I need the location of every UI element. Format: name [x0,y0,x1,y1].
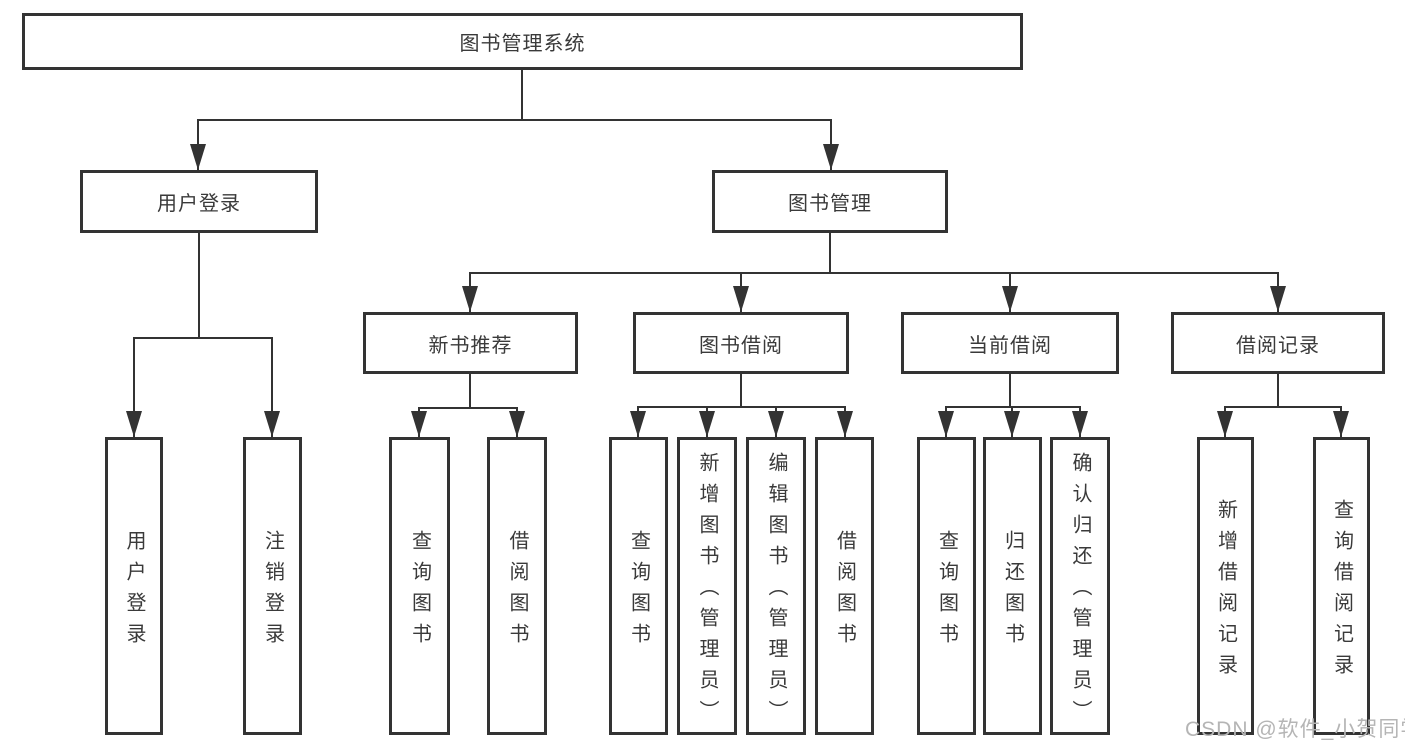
node-current-borrowing: 当前借阅 [901,312,1119,374]
connector-line [1224,406,1342,408]
node-library-system: 图书管理系统 [22,13,1023,70]
connector-line [945,406,1081,408]
node-label: 查询借阅记录 [1330,498,1353,685]
arrowhead-icon [768,411,784,437]
node-query-books: 查询图书 [609,437,668,735]
arrowhead-icon [837,411,853,437]
node-label: 图书管理系统 [459,33,586,55]
arrowhead-icon [1004,411,1020,437]
node-book-borrowing: 图书借阅 [633,312,849,374]
node-label: 当前借阅 [968,334,1052,357]
node-borrow-books: 借阅图书 [815,437,874,735]
connector-line [469,272,1279,274]
node-query-borrow-record: 查询借阅记录 [1313,437,1370,735]
connector-line [1009,374,1011,407]
arrowhead-icon [190,144,206,170]
arrowhead-icon [1072,411,1088,437]
node-logout-action: 注销登录 [243,437,302,735]
node-query-books: 查询图书 [917,437,976,735]
arrowhead-icon [1333,411,1349,437]
arrowhead-icon [733,286,749,312]
node-query-books: 查询图书 [389,437,450,735]
node-edit-books-admin: 编辑图书（管理员） [746,437,806,735]
arrowhead-icon [630,411,646,437]
node-label: 新增图书（管理员） [696,452,718,731]
arrowhead-icon [411,411,427,437]
connector-line [133,337,273,339]
node-confirm-return-admin: 确认归还（管理员） [1050,437,1110,735]
arrowhead-icon [938,411,954,437]
node-label: 注销登录 [261,529,284,654]
node-user-login-action: 用户登录 [105,437,163,735]
arrowhead-icon [823,144,839,170]
node-label: 新书推荐 [428,334,513,357]
node-label: 查询图书 [408,529,431,654]
node-book-management: 图书管理 [712,170,948,233]
node-label: 新增借阅记录 [1214,498,1237,685]
node-borrow-records: 借阅记录 [1171,312,1385,374]
node-label: 确认归还（管理员） [1069,452,1091,731]
arrowhead-icon [462,286,478,312]
connector-line [469,374,471,408]
arrowhead-icon [509,411,525,437]
arrowhead-icon [126,411,142,437]
connector-line [740,374,742,407]
node-add-books-admin: 新增图书（管理员） [677,437,737,735]
connector-line [637,406,846,408]
node-label: 编辑图书（管理员） [765,452,787,731]
arrowhead-icon [264,411,280,437]
node-borrow-books: 借阅图书 [487,437,547,735]
connector-line [829,233,831,273]
arrowhead-icon [1002,286,1018,312]
connector-line [133,337,135,437]
connector-line [521,68,523,120]
node-label: 借阅记录 [1236,334,1320,357]
node-label: 归还图书 [1001,529,1024,654]
arrowhead-icon [1270,286,1286,312]
node-label: 查询图书 [935,529,958,654]
node-label: 图书管理 [788,193,872,215]
node-label: 借阅图书 [506,529,528,654]
connector-line [198,233,200,338]
node-label: 查询图书 [627,529,650,654]
connector-line [271,337,273,437]
arrowhead-icon [699,411,715,437]
node-return-books: 归还图书 [983,437,1042,735]
node-add-borrow-record: 新增借阅记录 [1197,437,1254,735]
node-label: 图书借阅 [699,334,783,357]
node-label: 借阅图书 [833,529,856,654]
arrowhead-icon [1217,411,1233,437]
connector-line [418,407,518,409]
node-user-login: 用户登录 [80,170,318,233]
node-label: 用户登录 [157,193,241,215]
connector-line [1277,374,1279,407]
node-label: 用户登录 [123,529,145,654]
csdn-watermark: CSDN @软件_小贺同学 [1185,718,1405,741]
node-new-book-recommend: 新书推荐 [363,312,578,374]
connector-line [197,119,832,121]
